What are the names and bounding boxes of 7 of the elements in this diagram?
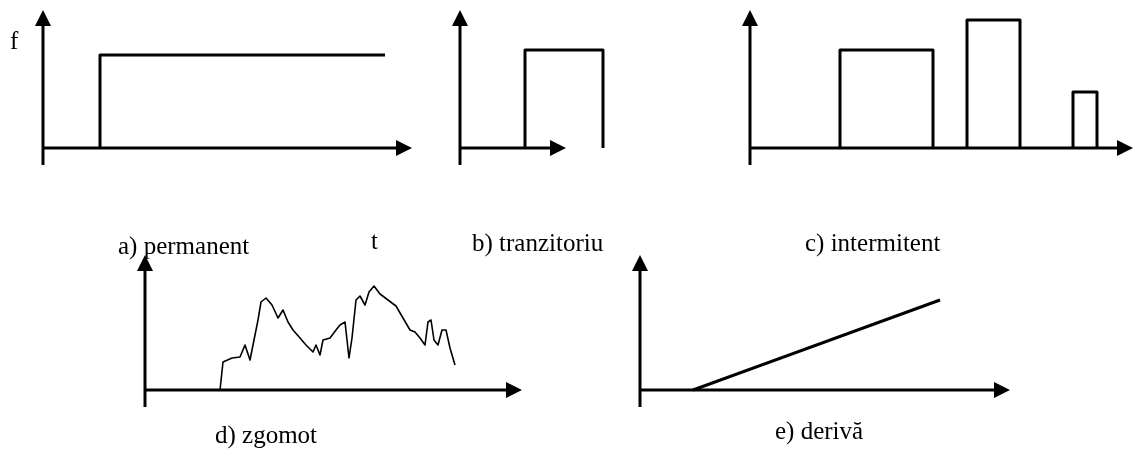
plot-caption: e) derivă [775, 418, 864, 443]
plot-caption: d) zgomot [215, 422, 318, 447]
axis-label: t [371, 228, 378, 253]
plot-caption: a) permanent [118, 233, 250, 258]
plot-caption: c) intermitent [805, 230, 941, 255]
axis-label: f [10, 28, 19, 53]
plot-caption: b) tranzitoriu [472, 230, 604, 255]
